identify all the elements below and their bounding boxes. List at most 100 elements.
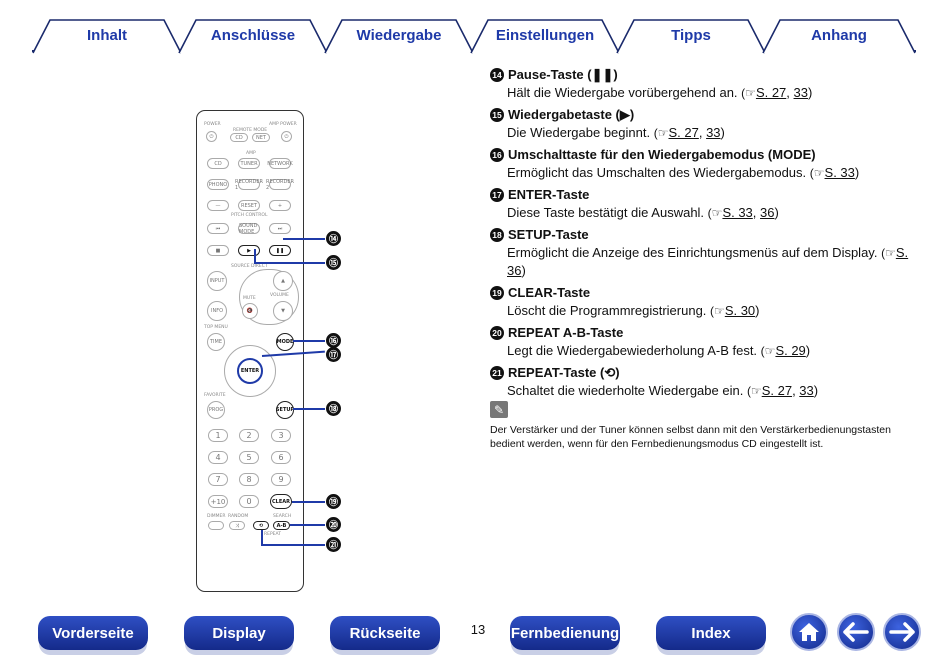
play-button: ▶ [238, 245, 260, 256]
item-number: 16 [490, 148, 504, 162]
item-body: Ermöglicht die Anzeige des Einrichtungsm… [490, 244, 910, 280]
number-2-button: 2 [239, 429, 259, 442]
page-link[interactable]: S. 29 [775, 343, 806, 358]
page-reference: (☞S. 33) [810, 165, 859, 180]
page-link[interactable]: S. 30 [724, 303, 756, 318]
hand-pointer-icon: (☞ [707, 206, 723, 220]
callout-vline-21 [261, 530, 263, 545]
mode-button: MODE [276, 333, 294, 351]
ref-close: ) [774, 205, 779, 220]
sound-mode-button: SOUND MODE [238, 223, 260, 235]
page-reference: (☞S. 27, 33) [741, 85, 813, 100]
home-button[interactable] [790, 613, 828, 651]
dimmer-button [208, 521, 224, 530]
forward-button[interactable] [883, 613, 921, 651]
hand-pointer-icon: (☞ [710, 304, 725, 318]
ref-close: ) [720, 125, 725, 140]
item-title: Pause-Taste (❚❚) [508, 67, 618, 82]
page-reference: (☞S. 36) [507, 245, 908, 278]
page-link[interactable]: S. 33 [824, 165, 855, 180]
callout-line-18 [293, 408, 325, 410]
item-number: 15 [490, 108, 504, 122]
page-link[interactable]: 33 [706, 125, 721, 140]
tab-anschlüsse[interactable]: Anschlüsse [178, 18, 328, 56]
callout-line-14 [283, 238, 325, 240]
back-button[interactable] [837, 613, 875, 651]
number-4-button: 4 [208, 451, 228, 464]
page-reference: (☞S. 33, 36) [707, 205, 779, 220]
number-6-button: 6 [271, 451, 291, 464]
tab-einstellungen[interactable]: Einstellungen [470, 18, 620, 56]
setup-button: SETUP [276, 401, 294, 419]
volume-up-button: ▲ [273, 271, 293, 291]
callout-line-19 [292, 501, 325, 503]
item-text: Ermöglicht das Umschalten des Wiedergabe… [507, 165, 807, 180]
note-text: Der Verstärker und der Tuner können selb… [490, 424, 891, 450]
page-link[interactable]: S. 27 [668, 125, 699, 140]
number-3-button: 3 [271, 429, 291, 442]
callout-18: ⑱ [326, 401, 341, 416]
tuner-button: TUNER [238, 158, 260, 169]
item-body: Ermöglicht das Umschalten des Wiedergabe… [490, 164, 910, 182]
callout-line-16 [293, 340, 325, 342]
item-heading: 21 REPEAT-Taste (⟲) [490, 364, 910, 382]
number-0-button: 0 [239, 495, 259, 508]
pitch-plus-button: + [269, 200, 291, 211]
tab-inhalt[interactable]: Inhalt [32, 18, 182, 56]
page-link[interactable]: S. 27 [761, 383, 793, 398]
remote-control-button[interactable]: Fernbedienung [510, 616, 620, 650]
next-button: ⏭ [269, 223, 291, 234]
callout-vline-15 [254, 249, 256, 263]
page-link[interactable]: 36 [760, 205, 775, 220]
item-body: Schaltet die wiederholte Wiedergabe ein.… [490, 382, 910, 400]
previous-button: ⏮ [207, 223, 229, 234]
index-button[interactable]: Index [656, 616, 766, 650]
recorder2-button: RECORDER 2 [265, 178, 295, 191]
description-item: 21 REPEAT-Taste (⟲) Schaltet die wiederhol… [490, 364, 910, 400]
hand-pointer-icon: (☞ [746, 384, 762, 398]
top-menu-label: TOP MENU [204, 325, 228, 330]
callout-19: ⑲ [326, 494, 341, 509]
mute-label: MUTE [243, 296, 256, 301]
item-text: Schaltet die wiederholte Wiedergabe ein. [507, 383, 744, 398]
callout-20: ⑳ [326, 517, 341, 532]
hand-pointer-icon: (☞ [741, 86, 756, 100]
tab-wiedergabe[interactable]: Wiedergabe [324, 18, 474, 56]
item-number: 17 [490, 188, 504, 202]
page-reference: (☞S. 27, 33) [653, 125, 725, 140]
number-7-button: 7 [208, 473, 228, 486]
page-link[interactable]: S. 36 [507, 245, 909, 278]
page-link[interactable]: 33 [793, 85, 808, 100]
pitch-minus-button: — [207, 200, 229, 211]
item-number: 21 [490, 366, 504, 380]
tab-anhang[interactable]: Anhang [762, 18, 916, 56]
item-number: 19 [490, 286, 504, 300]
dimmer-label: DIMMER [207, 514, 226, 519]
item-text: Hält die Wiedergabe vorübergehend an. [507, 85, 738, 100]
item-title: REPEAT A-B-Taste [508, 325, 624, 340]
display-button[interactable]: Display [184, 616, 294, 650]
front-panel-button[interactable]: Vorderseite [38, 616, 148, 650]
item-title: REPEAT-Taste (⟲) [508, 365, 620, 380]
input-button: INPUT [207, 271, 227, 291]
rear-panel-button[interactable]: Rückseite [330, 616, 440, 650]
number-1-button: 1 [208, 429, 228, 442]
callout-17: ⑰ [326, 347, 341, 362]
page-link[interactable]: 33 [799, 383, 814, 398]
power-label: POWER [204, 122, 221, 127]
arrow-right-icon [889, 622, 915, 642]
page-link[interactable]: S. 33 [722, 205, 753, 220]
tab-tipps[interactable]: Tipps [616, 18, 766, 56]
tab-shape [616, 19, 766, 54]
page-link[interactable]: S. 27 [755, 85, 787, 100]
item-title: SETUP-Taste [508, 227, 589, 242]
remote-mode-cd-button: CD [230, 133, 248, 142]
reset-button: RESET [238, 200, 260, 211]
repeat-label: REPEAT [264, 532, 282, 537]
page-reference: (☞S. 30) [710, 303, 759, 318]
